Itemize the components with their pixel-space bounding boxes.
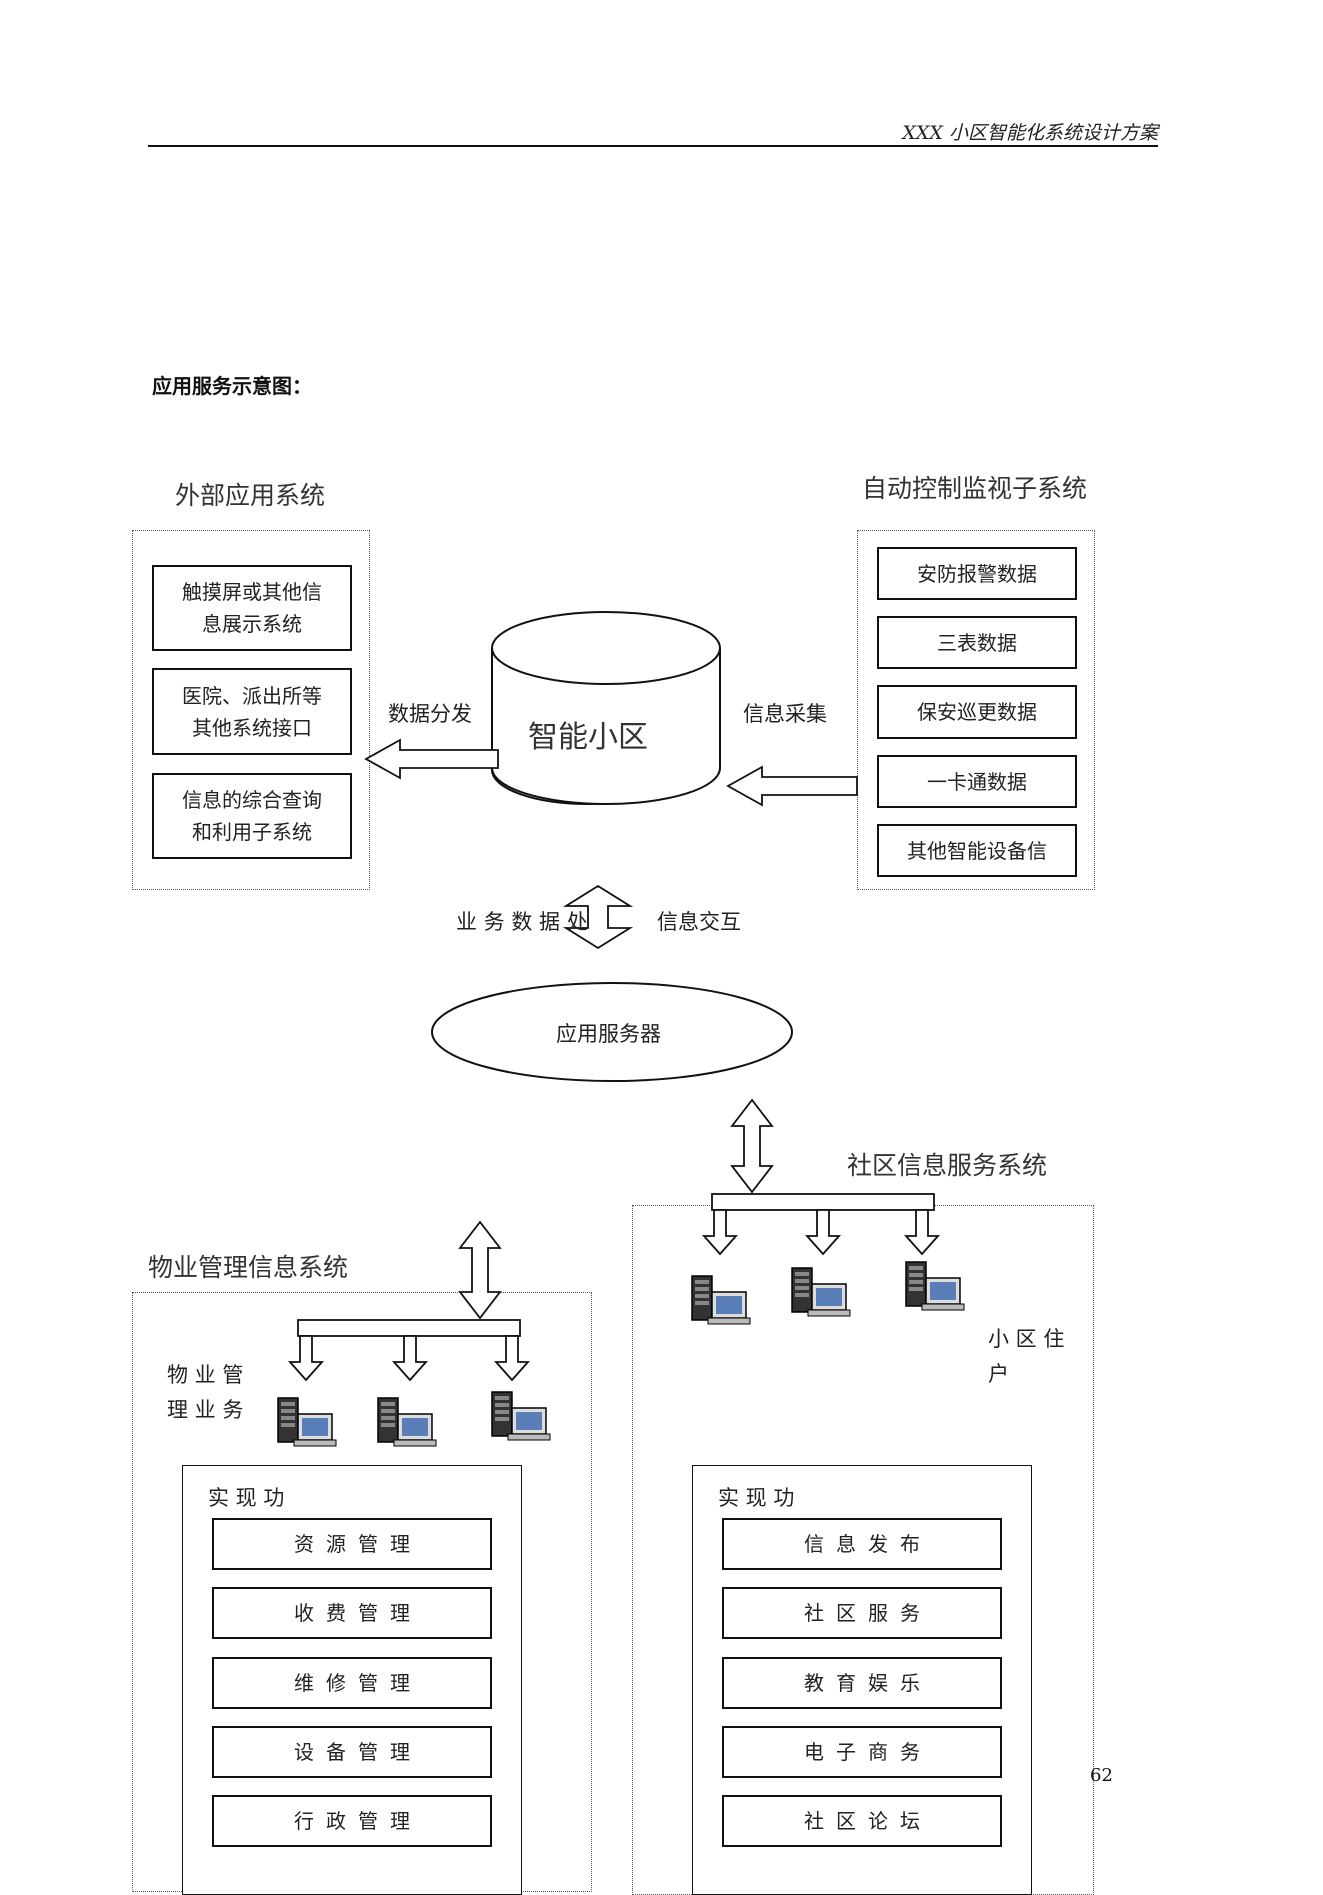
property-functions-label: 实 现 功: [208, 1486, 285, 1510]
dispatch-label: 数据分发: [388, 702, 472, 726]
app-server-ellipse: [431, 982, 793, 1082]
page-number: 62: [1090, 1765, 1113, 1786]
database-cylinder: [491, 611, 721, 805]
control-item-card: 一卡通数据: [877, 755, 1077, 808]
dispatch-arrow: [364, 738, 499, 780]
database-label: 智能小区: [528, 720, 648, 755]
community-functions-label: 实 现 功: [718, 1486, 795, 1510]
resident-computer-icon: [791, 1267, 851, 1317]
diagram-caption: 应用服务示意图：: [152, 374, 312, 398]
business-double-arrow: [562, 884, 634, 950]
external-item-query: 信息的综合查询 和利用子系统: [152, 773, 352, 859]
business-processing-label: 业 务 数 据 处: [456, 910, 588, 934]
property-item-repair: 维修管理: [212, 1657, 492, 1709]
header-title: XXX 小区智能化系统设计方案: [902, 122, 1158, 144]
property-system-title: 物业管理信息系统: [148, 1253, 349, 1282]
community-item-forum: 社区论坛: [722, 1795, 1002, 1847]
community-item-service: 社区服务: [722, 1587, 1002, 1639]
control-item-security-alarm: 安防报警数据: [877, 547, 1077, 600]
control-item-other-devices: 其他智能设备信: [877, 824, 1077, 877]
community-system-title: 社区信息服务系统: [847, 1151, 1048, 1180]
external-item-interface: 医院、派出所等 其他系统接口: [152, 668, 352, 755]
community-item-ecommerce: 电子商务: [722, 1726, 1002, 1778]
property-business-label: 物 业 管 理 业 务: [167, 1363, 244, 1422]
control-item-meters: 三表数据: [877, 616, 1077, 669]
community-double-arrow: [730, 1098, 774, 1194]
collect-arrow: [726, 765, 858, 807]
community-bus: [711, 1193, 935, 1211]
property-bus: [297, 1319, 521, 1337]
property-item-fee: 收费管理: [212, 1587, 492, 1639]
control-system-group: [857, 530, 1095, 890]
property-item-resource: 资源管理: [212, 1518, 492, 1570]
info-exchange-label: 信息交互: [657, 910, 741, 934]
external-system-group: [132, 530, 370, 890]
property-item-admin: 行政管理: [212, 1795, 492, 1847]
community-item-publish: 信息发布: [722, 1518, 1002, 1570]
header-rule: [148, 145, 1158, 147]
community-residents-label: 小 区 住 户: [988, 1327, 1065, 1386]
control-system-title: 自动控制监视子系统: [862, 474, 1088, 503]
community-item-education: 教育娱乐: [722, 1657, 1002, 1709]
property-computer-icon: [491, 1391, 551, 1441]
app-server-label: 应用服务器: [556, 1022, 661, 1046]
property-computer-icon: [377, 1397, 437, 1447]
collect-label: 信息采集: [743, 702, 827, 726]
resident-computer-icon: [691, 1275, 751, 1325]
external-system-title: 外部应用系统: [175, 481, 326, 510]
property-computer-icon: [277, 1397, 337, 1447]
property-item-equipment: 设备管理: [212, 1726, 492, 1778]
property-double-arrow: [458, 1220, 502, 1320]
control-item-patrol: 保安巡更数据: [877, 685, 1077, 739]
external-item-touchscreen: 触摸屏或其他信 息展示系统: [152, 565, 352, 651]
resident-computer-icon: [905, 1261, 965, 1311]
